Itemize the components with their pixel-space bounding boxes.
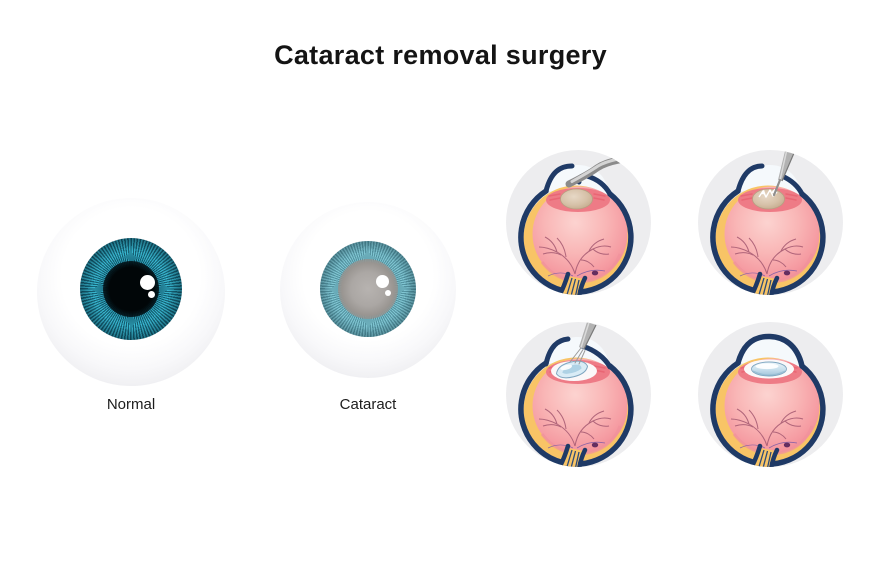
eyeball-sphere: [280, 202, 456, 378]
cornea-left-arc: [543, 336, 571, 367]
cloudy-lens: [560, 188, 593, 210]
cornea-left-arc: [735, 163, 765, 194]
eye-highlight-small: [385, 290, 391, 296]
iris-cataract: [320, 241, 416, 337]
cataract-eye-label: Cataract: [339, 396, 397, 413]
cloudy-pupil: [338, 259, 398, 319]
scalpel-icon: [565, 156, 623, 188]
eye-highlight-large: [140, 275, 155, 290]
surgery-step-lens-in-place: [698, 322, 843, 467]
eye-cross-section: [713, 337, 823, 467]
eye-cross-section: [713, 165, 823, 295]
surgery-step-phaco: [698, 150, 843, 295]
eye-highlight-large: [376, 275, 389, 288]
folded-iol-lens: [555, 360, 589, 379]
phaco-probe-icon: [698, 151, 843, 295]
surgery-step-lens-insertion: [506, 322, 651, 467]
lens-injector-icon: [506, 322, 651, 467]
normal-eye-illustration: [37, 198, 225, 386]
surgery-step-incision: [506, 150, 651, 295]
implanted-lens-icon: [698, 333, 843, 467]
cornea-left-arc: [543, 163, 575, 194]
iris-normal: [80, 238, 182, 340]
eye-highlight-small: [148, 291, 155, 298]
injector-icon: [569, 322, 597, 365]
normal-eye-label: Normal: [106, 396, 156, 413]
eyeball-sphere: [37, 198, 225, 386]
implanted-iol-lens: [751, 361, 787, 377]
eye-cross-section: [521, 337, 631, 467]
cornea-closed-dome: [735, 333, 805, 369]
page-title: Cataract removal surgery: [274, 40, 607, 70]
scalpel-incision-icon: [506, 156, 651, 295]
eye-cross-section: [521, 165, 631, 295]
phaco-handpiece-icon: [772, 151, 795, 197]
cataract-eye-illustration: [280, 202, 456, 378]
